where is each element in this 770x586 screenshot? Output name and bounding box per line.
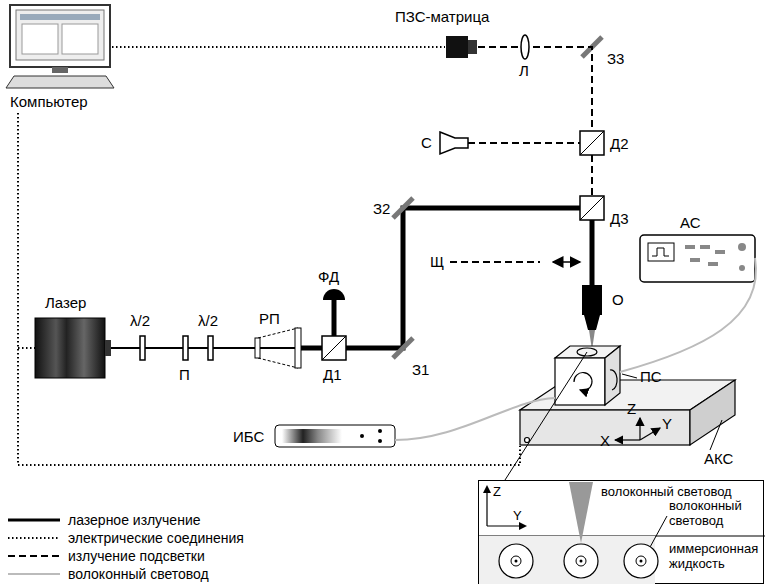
inset-text: иммерсионная жидкость	[669, 541, 761, 571]
legend-text: электрические соединения	[68, 530, 244, 546]
legend-text: излучение подсветки	[68, 548, 205, 564]
lamp-label: С	[421, 134, 432, 151]
inset-text: Z	[493, 484, 501, 499]
polarizer-label: П	[179, 366, 190, 383]
computer	[6, 5, 114, 88]
camera-label: ПЗС-матрица	[395, 8, 489, 25]
laser-label: Лазер	[45, 294, 86, 311]
splitter-label: Д1	[323, 366, 342, 383]
legend-text: волоконный световод	[68, 566, 209, 582]
photodiode-label: ФД	[318, 268, 339, 285]
axis-label: Z	[627, 400, 636, 417]
stage-label: ПС	[640, 368, 662, 385]
mirror-label: З2	[373, 200, 390, 217]
inset-text: волоконный световод	[601, 484, 761, 499]
source-label: ИБС	[233, 428, 264, 445]
legend-text: лазерное излучение	[68, 512, 201, 528]
waveplate-label: λ/2	[198, 312, 218, 329]
inset-text: волоконный световод	[669, 498, 759, 528]
computer-label: Компьютер	[10, 93, 88, 110]
stage-label: АКС	[704, 450, 733, 467]
laser	[35, 318, 105, 378]
beam-expander	[255, 328, 301, 368]
inset-text: Y	[513, 508, 522, 523]
mirror-label: З3	[607, 50, 624, 67]
expander-label: РП	[259, 310, 280, 327]
mirror-label: З1	[412, 361, 429, 378]
splitter-label: Д2	[610, 135, 629, 152]
inset-box: ZYволоконный световодволоконный световод…	[478, 480, 764, 584]
splitter-label: Д3	[610, 210, 629, 227]
analyzer-label: АС	[680, 214, 701, 231]
objective-label: О	[612, 291, 624, 308]
positioning-stage	[520, 380, 735, 445]
waveplate-label: λ/2	[130, 312, 150, 329]
axis-label: Y	[662, 415, 672, 432]
lens-label: Л	[519, 62, 529, 79]
positioning-cube	[555, 346, 620, 405]
slit-label: Щ	[430, 253, 444, 270]
axis-label: X	[600, 432, 610, 449]
